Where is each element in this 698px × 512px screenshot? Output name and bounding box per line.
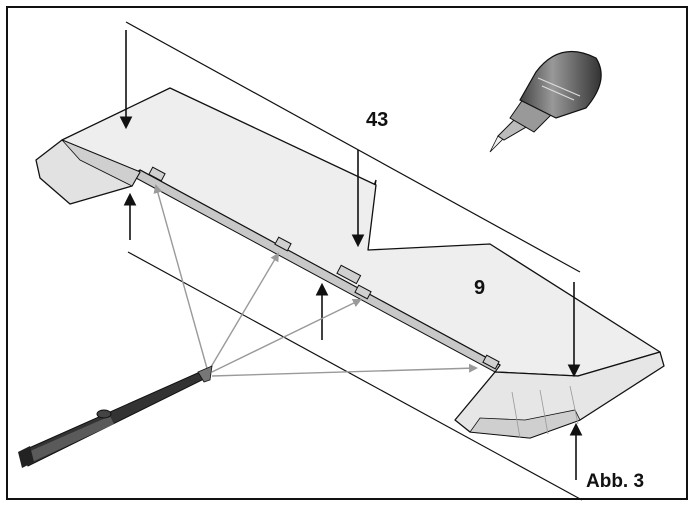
elevator-left-shade — [61, 139, 141, 187]
part-number-9: 9 — [474, 277, 486, 299]
gray-arrows — [153, 184, 478, 377]
gray-arrow — [211, 363, 478, 377]
hinge-slot — [336, 264, 362, 285]
elevator-right-ribs — [511, 385, 579, 439]
hobby-knife-icon — [18, 365, 213, 468]
guide-line-top — [125, 21, 581, 273]
guide-line-bottom — [127, 251, 583, 501]
stabilizer-body — [61, 87, 661, 377]
hinge-slot — [148, 166, 166, 182]
black-arrows — [119, 30, 583, 480]
gray-arrow — [207, 252, 280, 373]
glue-bottle-icon — [489, 50, 602, 153]
gray-arrow — [211, 299, 362, 373]
hinge-slot — [274, 236, 292, 252]
figure-caption: Abb. 3 — [586, 471, 645, 492]
hinge-slot — [482, 354, 500, 370]
hinge-slot — [354, 284, 372, 300]
part-number-43: 43 — [366, 109, 389, 131]
gray-arrow — [153, 184, 209, 373]
hinge-slots — [148, 166, 500, 370]
